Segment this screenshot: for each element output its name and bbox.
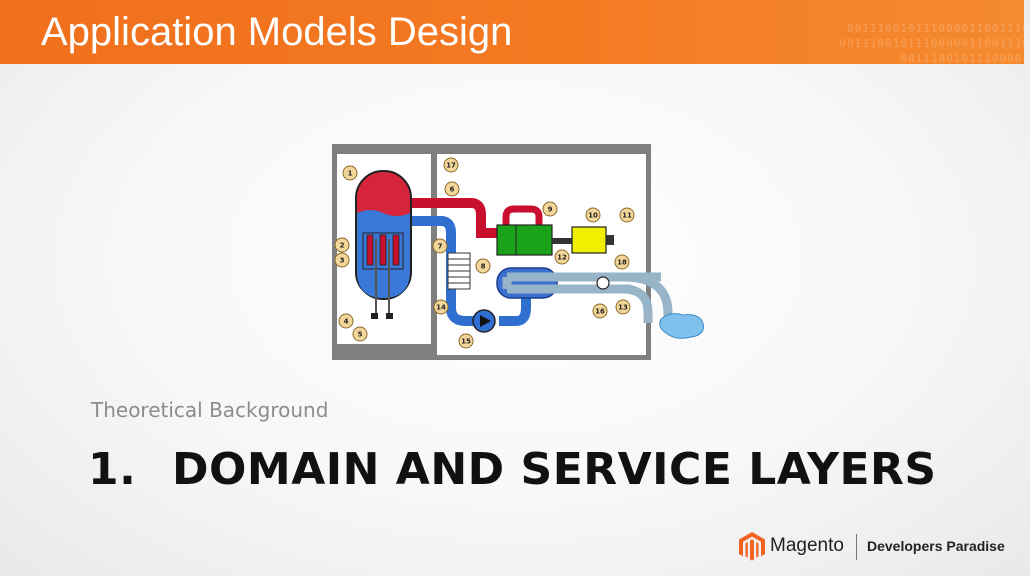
- marker-label-5: 5: [358, 331, 363, 339]
- fuel-rod-2: [379, 234, 387, 266]
- marker-17: 17: [443, 157, 459, 173]
- marker-label-18: 18: [617, 259, 627, 267]
- header-bar: 001110010111000011001110 001110010111000…: [0, 0, 1029, 65]
- marker-6: 6: [444, 181, 460, 197]
- marker-label-14: 14: [436, 304, 446, 312]
- drive-1: [371, 313, 378, 319]
- steam-loop: [502, 205, 543, 227]
- marker-label-7: 7: [438, 243, 443, 251]
- header-decor-binary-2: 0011100101110000011001110: [839, 37, 1030, 50]
- marker-11: 11: [619, 207, 635, 223]
- section-number: 1.: [88, 444, 137, 495]
- slide-title: Application Models Design: [41, 10, 513, 54]
- fuel-rod-3: [392, 234, 400, 266]
- marker-label-1: 1: [348, 170, 353, 178]
- marker-12: 12: [554, 249, 570, 265]
- marker-label-9: 9: [548, 206, 553, 214]
- marker-18: 18: [614, 254, 630, 270]
- marker-10: 10: [585, 207, 601, 223]
- marker-label-4: 4: [344, 318, 349, 326]
- section-heading: 1. DOMAIN AND SERVICE LAYERS: [88, 444, 937, 495]
- turbine-shaft: [552, 238, 572, 244]
- marker-label-15: 15: [461, 338, 471, 346]
- marker-7: 7: [432, 238, 448, 254]
- marker-15: 15: [458, 333, 474, 349]
- marker-label-6: 6: [450, 186, 455, 194]
- preheater: [447, 252, 471, 290]
- cooling-down-1: [622, 272, 673, 323]
- marker-9: 9: [542, 201, 558, 217]
- magento-wordmark: Magento: [770, 535, 844, 556]
- generator: [571, 226, 607, 254]
- footer-tagline: Developers Paradise: [867, 538, 1005, 554]
- marker-13: 13: [615, 299, 631, 315]
- marker-label-10: 10: [588, 212, 598, 220]
- marker-3: 3: [334, 252, 350, 268]
- section-heading-text: DOMAIN AND SERVICE LAYERS: [172, 444, 937, 495]
- marker-2: 2: [334, 237, 350, 253]
- fuel-rod-1: [366, 234, 374, 266]
- footer-branding: Magento Developers Paradise: [738, 530, 1018, 562]
- feed-pump-arrow: [480, 315, 491, 327]
- marker-label-13: 13: [618, 304, 628, 312]
- marker-label-11: 11: [622, 212, 632, 220]
- marker-label-8: 8: [481, 263, 486, 271]
- marker-5: 5: [352, 326, 368, 342]
- marker-label-16: 16: [595, 308, 605, 316]
- marker-label-3: 3: [340, 257, 345, 265]
- cooling-down-2: [622, 284, 653, 323]
- magento-logo-icon: [739, 532, 765, 561]
- marker-label-12: 12: [557, 254, 567, 262]
- marker-label-17: 17: [446, 162, 456, 170]
- marker-1: 1: [342, 165, 358, 181]
- footer-divider: [856, 534, 857, 560]
- section-subtitle: Theoretical Background: [91, 398, 329, 422]
- turbine: [496, 224, 553, 256]
- reactor-core: [362, 232, 404, 270]
- marker-8: 8: [475, 258, 491, 274]
- river-water: [659, 313, 704, 339]
- steam-pipe: [406, 198, 497, 238]
- header-decor-binary-1: 001110010111000011001110: [847, 22, 1030, 35]
- marker-14: 14: [433, 299, 449, 315]
- cooling-pump: [596, 276, 610, 290]
- marker-4: 4: [338, 313, 354, 329]
- drive-2: [386, 313, 393, 319]
- marker-16: 16: [592, 303, 608, 319]
- marker-label-2: 2: [340, 242, 345, 250]
- generator-terminal: [606, 235, 614, 245]
- coolant-return-pipe: [499, 298, 531, 326]
- header-decor-binary-3: 00111001011100001: [900, 52, 1030, 65]
